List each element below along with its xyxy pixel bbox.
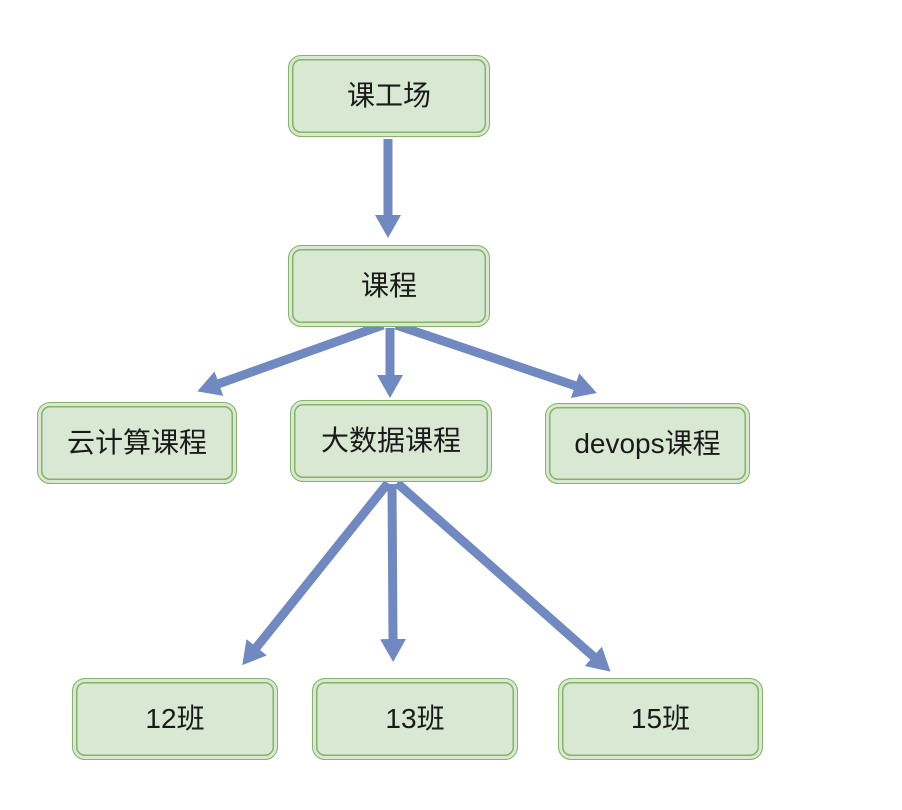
node-class-13-label: 13班 xyxy=(385,703,445,734)
node-dashuju-label: 大数据课程 xyxy=(320,425,461,456)
node-class-15-label: 15班 xyxy=(630,703,691,734)
node-yunjisuan-label: 云计算课程 xyxy=(66,427,207,458)
node-class-15: 15班 xyxy=(558,678,763,760)
node-class-13: 13班 xyxy=(312,678,518,760)
node-class-12-label: 12班 xyxy=(145,703,205,734)
node-kecheng-label: 课程 xyxy=(360,270,417,301)
node-kegongchang-label: 课工场 xyxy=(346,80,431,111)
arrow-dashuju-to-class15 xyxy=(394,479,611,672)
arrow-dashuju-to-class12 xyxy=(242,480,392,666)
node-kegongchang: 课工场 xyxy=(288,55,490,137)
node-dashuju-kecheng: 大数据课程 xyxy=(290,400,492,482)
arrow-kecheng-to-devops xyxy=(394,320,597,398)
arrow-dashuju-to-class13 xyxy=(379,483,406,662)
node-kecheng: 课程 xyxy=(288,245,490,327)
node-class-12: 12班 xyxy=(72,678,278,760)
node-devops-kecheng: devops课程 xyxy=(545,403,750,484)
arrow-kecheng-to-yunjisuan xyxy=(197,320,385,396)
node-yunjisuan-kecheng: 云计算课程 xyxy=(37,402,237,484)
node-devops-label: devops课程 xyxy=(574,427,721,459)
